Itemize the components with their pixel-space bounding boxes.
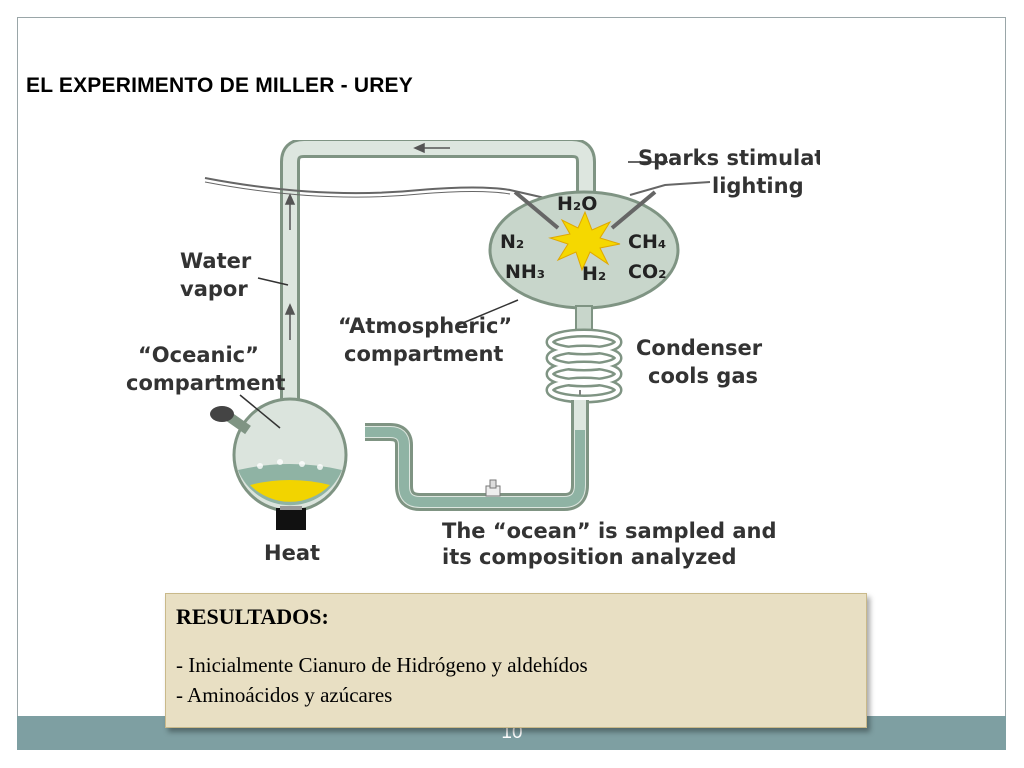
slide-title: EL EXPERIMENTO DE MILLER - UREY (26, 74, 413, 97)
label-atmos-1: “Atmospheric” (338, 314, 512, 338)
label-water-2: vapor (180, 277, 248, 301)
label-heat: Heat (264, 541, 320, 565)
label-sparks-2: lighting (712, 174, 804, 198)
miller-urey-diagram: H₂O N₂ CH₄ NH₃ H₂ CO₂ (120, 140, 820, 570)
results-box: RESULTADOS: - Inicialmente Cianuro de Hi… (165, 593, 867, 728)
electrode-wire (204, 177, 546, 199)
label-oceanic-2: compartment (126, 371, 285, 395)
spark-icon (548, 210, 621, 272)
results-heading: RESULTADOS: (176, 604, 329, 629)
results-item: - Aminoácidos y azúcares (176, 683, 393, 707)
label-atmos-2: compartment (344, 342, 503, 366)
label-water-1: Water (180, 249, 252, 273)
label-condenser-1: Condenser (636, 336, 763, 360)
gas-ch4: CH₄ (628, 231, 666, 253)
stopper-icon (210, 406, 234, 422)
results-item: - Inicialmente Cianuro de Hidrógeno y al… (176, 653, 588, 677)
gas-nh3: NH₃ (505, 261, 545, 283)
gas-n2: N₂ (500, 231, 524, 253)
sampling-stopcock-icon (485, 479, 501, 497)
gas-h2: H₂ (582, 263, 606, 285)
heat-source-icon (276, 508, 306, 530)
label-sampled-2: its composition analyzed (442, 545, 737, 569)
label-oceanic-1: “Oceanic” (138, 343, 259, 367)
gas-co2: CO₂ (628, 261, 666, 283)
gas-h2o: H₂O (557, 193, 597, 215)
label-sampled-1: The “ocean” is sampled and (442, 519, 777, 543)
label-condenser-2: cools gas (648, 364, 758, 388)
label-sparks-1: Sparks stimulate (638, 146, 820, 170)
return-tube (365, 400, 589, 511)
